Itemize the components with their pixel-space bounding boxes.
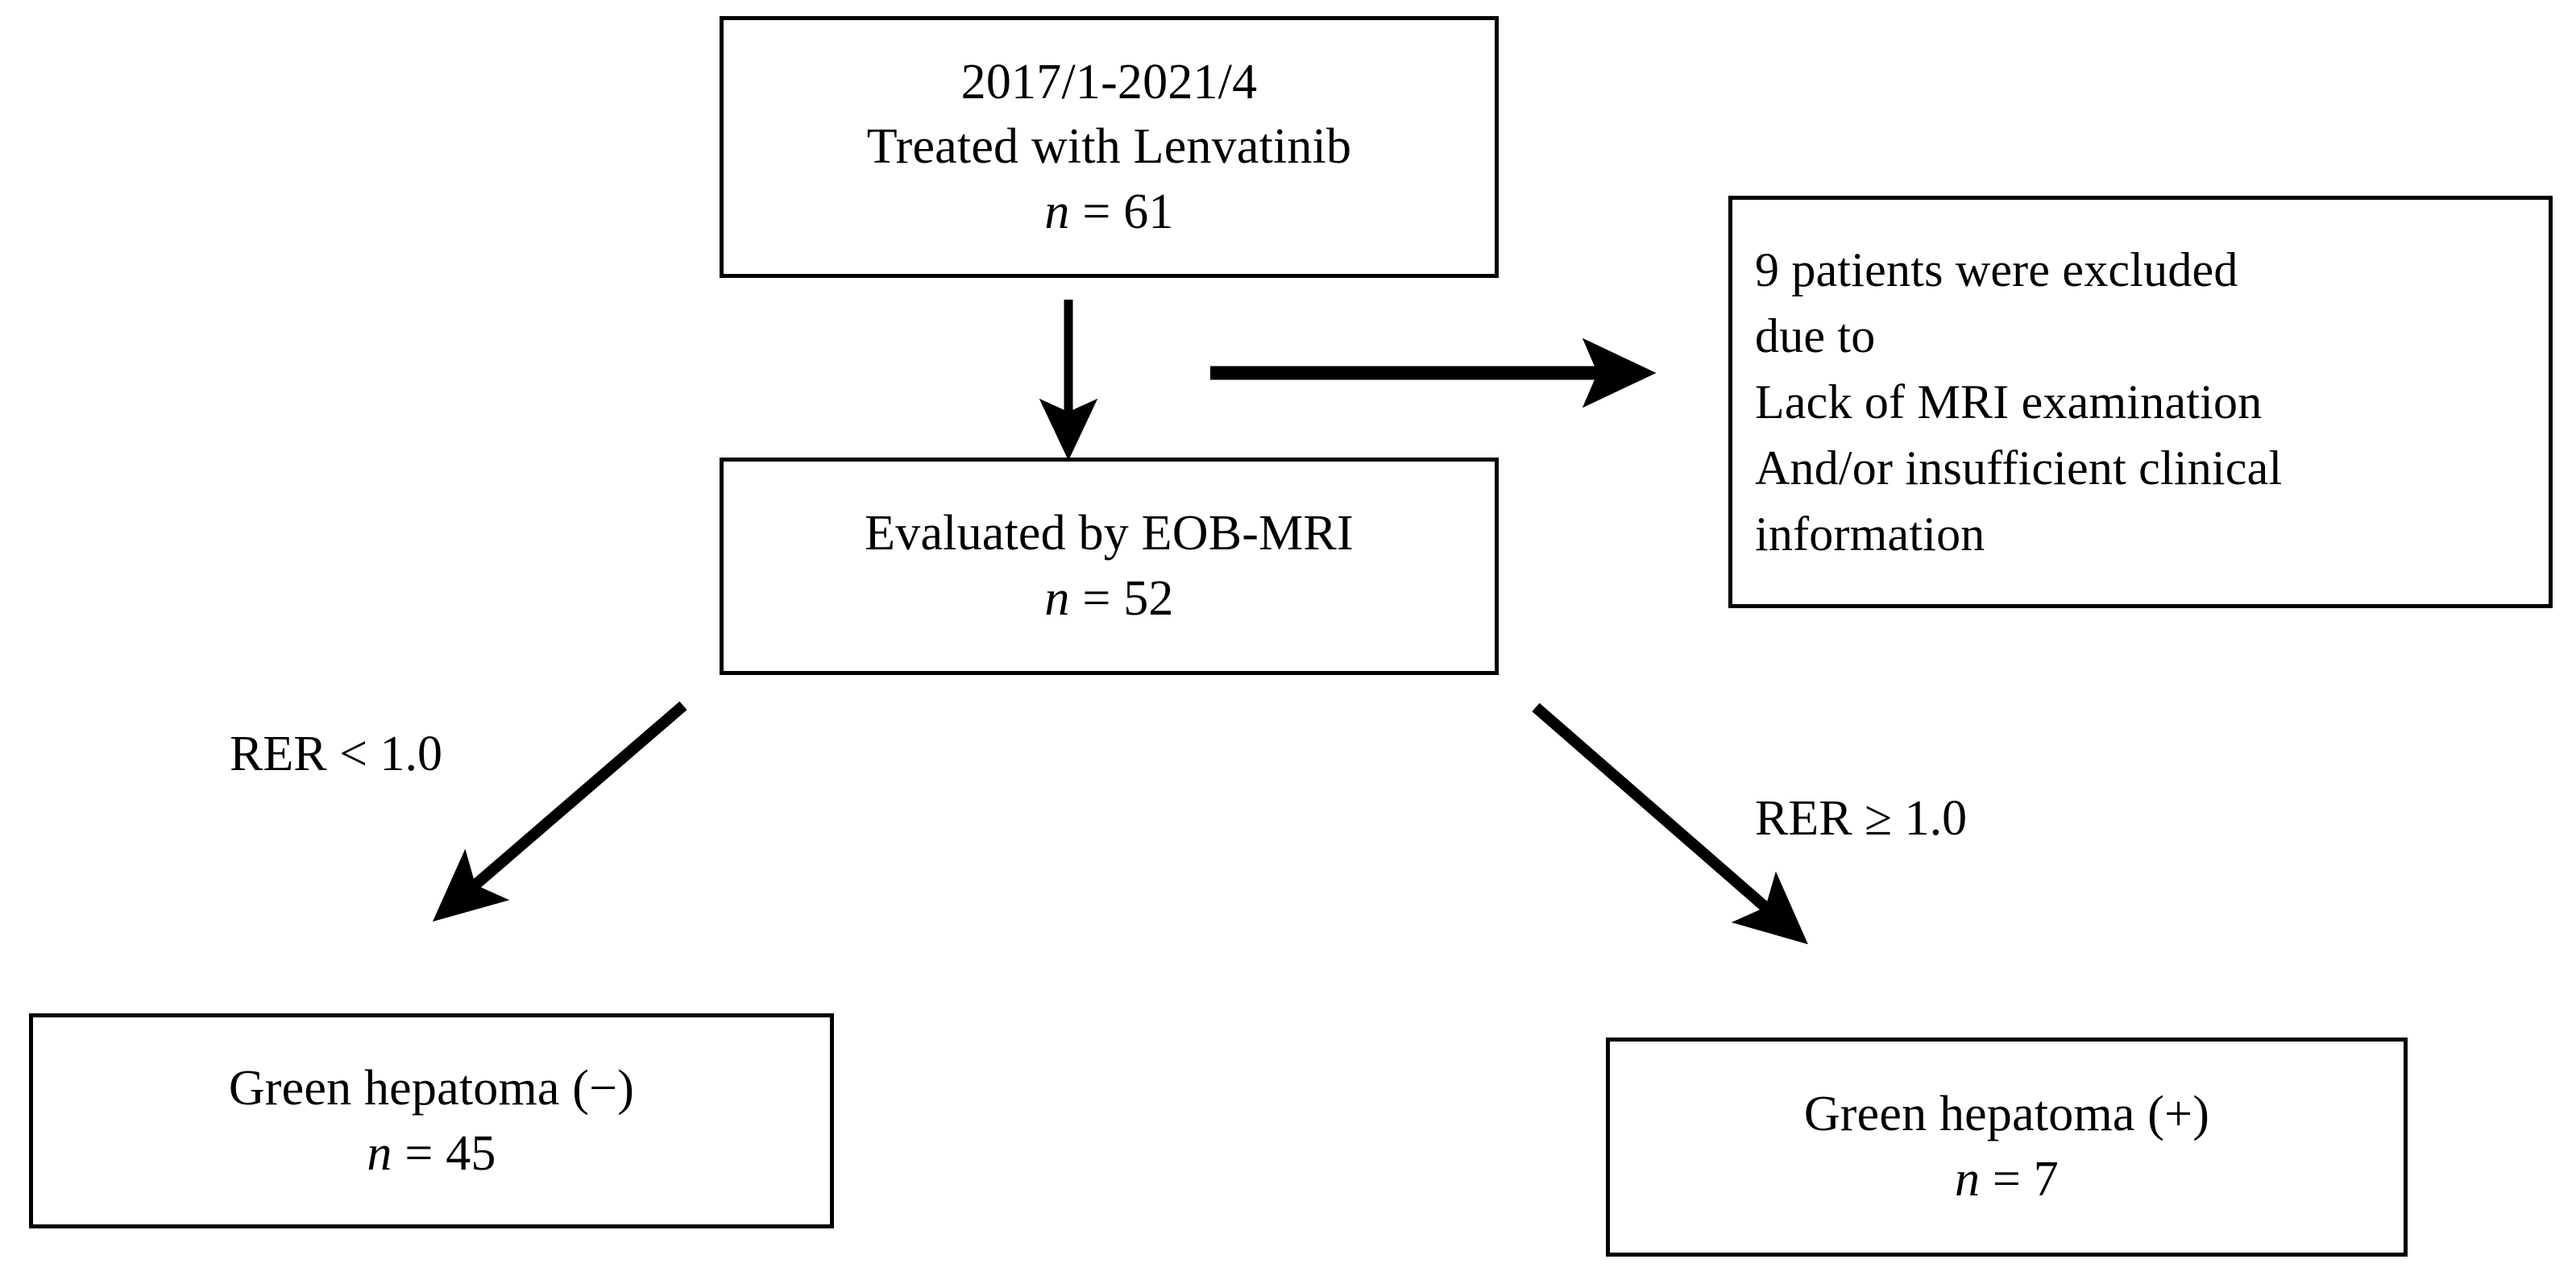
evaluated-to-green-positive-arrow <box>1532 702 1808 945</box>
evaluated-count-symbol: n <box>1044 571 1070 626</box>
green-positive-count-symbol: n <box>1955 1152 1981 1207</box>
enrolled-treatment-text: Treated with Lenvatinib <box>866 119 1352 175</box>
green-negative-count-value: 45 <box>446 1125 496 1181</box>
green-negative-count-symbol: n <box>367 1125 392 1181</box>
evaluated-to-green-negative-arrow <box>432 701 687 922</box>
enrolled-count-symbol: n <box>1044 184 1070 239</box>
green-negative-title-text: Green hepatoma (−) <box>228 1060 635 1116</box>
excluded-line-2: due to <box>1755 309 1876 362</box>
green-positive-count-value: 7 <box>2033 1152 2059 1207</box>
excluded-line-1: 9 patients were excluded <box>1755 242 2238 296</box>
evaluated-count-text: n = 52 <box>1044 566 1173 632</box>
evaluated-by-eob-mri-box: Evaluated by EOB-MRI n = 52 <box>720 458 1499 675</box>
evaluated-count-equals: = <box>1082 571 1111 626</box>
edge-label-rer-greater-equal: RER ≥ 1.0 <box>1755 791 1968 846</box>
enrolled-count-value: 61 <box>1123 184 1174 239</box>
green-hepatoma-positive-box: Green hepatoma (+) n = 7 <box>1606 1038 2408 1257</box>
enrolled-count-text: n = 61 <box>1044 180 1173 245</box>
enrolled-patients-box: 2017/1-2021/4 Treated with Lenvatinib n … <box>720 16 1499 278</box>
edge-label-rer-less-than: RER < 1.0 <box>230 727 443 781</box>
excluded-patients-box: 9 patients were excluded due to Lack of … <box>1728 196 2553 608</box>
green-positive-title-text: Green hepatoma (+) <box>1803 1087 2210 1142</box>
evaluated-count-value: 52 <box>1123 571 1174 626</box>
green-negative-count-equals: = <box>404 1125 433 1181</box>
excluded-line-4: And/or insufficient clinical <box>1755 441 2283 495</box>
green-negative-count-text: n = 45 <box>367 1121 496 1187</box>
enrolled-count-equals: = <box>1082 184 1111 239</box>
green-positive-count-equals: = <box>1992 1152 2022 1207</box>
excluded-line-3: Lack of MRI examination <box>1755 375 2263 429</box>
excluded-line-5: information <box>1755 507 1985 561</box>
evaluated-title-text: Evaluated by EOB-MRI <box>865 506 1354 561</box>
green-hepatoma-negative-box: Green hepatoma (−) n = 45 <box>29 1013 834 1228</box>
enrolled-period-text: 2017/1-2021/4 <box>960 54 1258 110</box>
green-positive-count-text: n = 7 <box>1955 1147 2059 1212</box>
